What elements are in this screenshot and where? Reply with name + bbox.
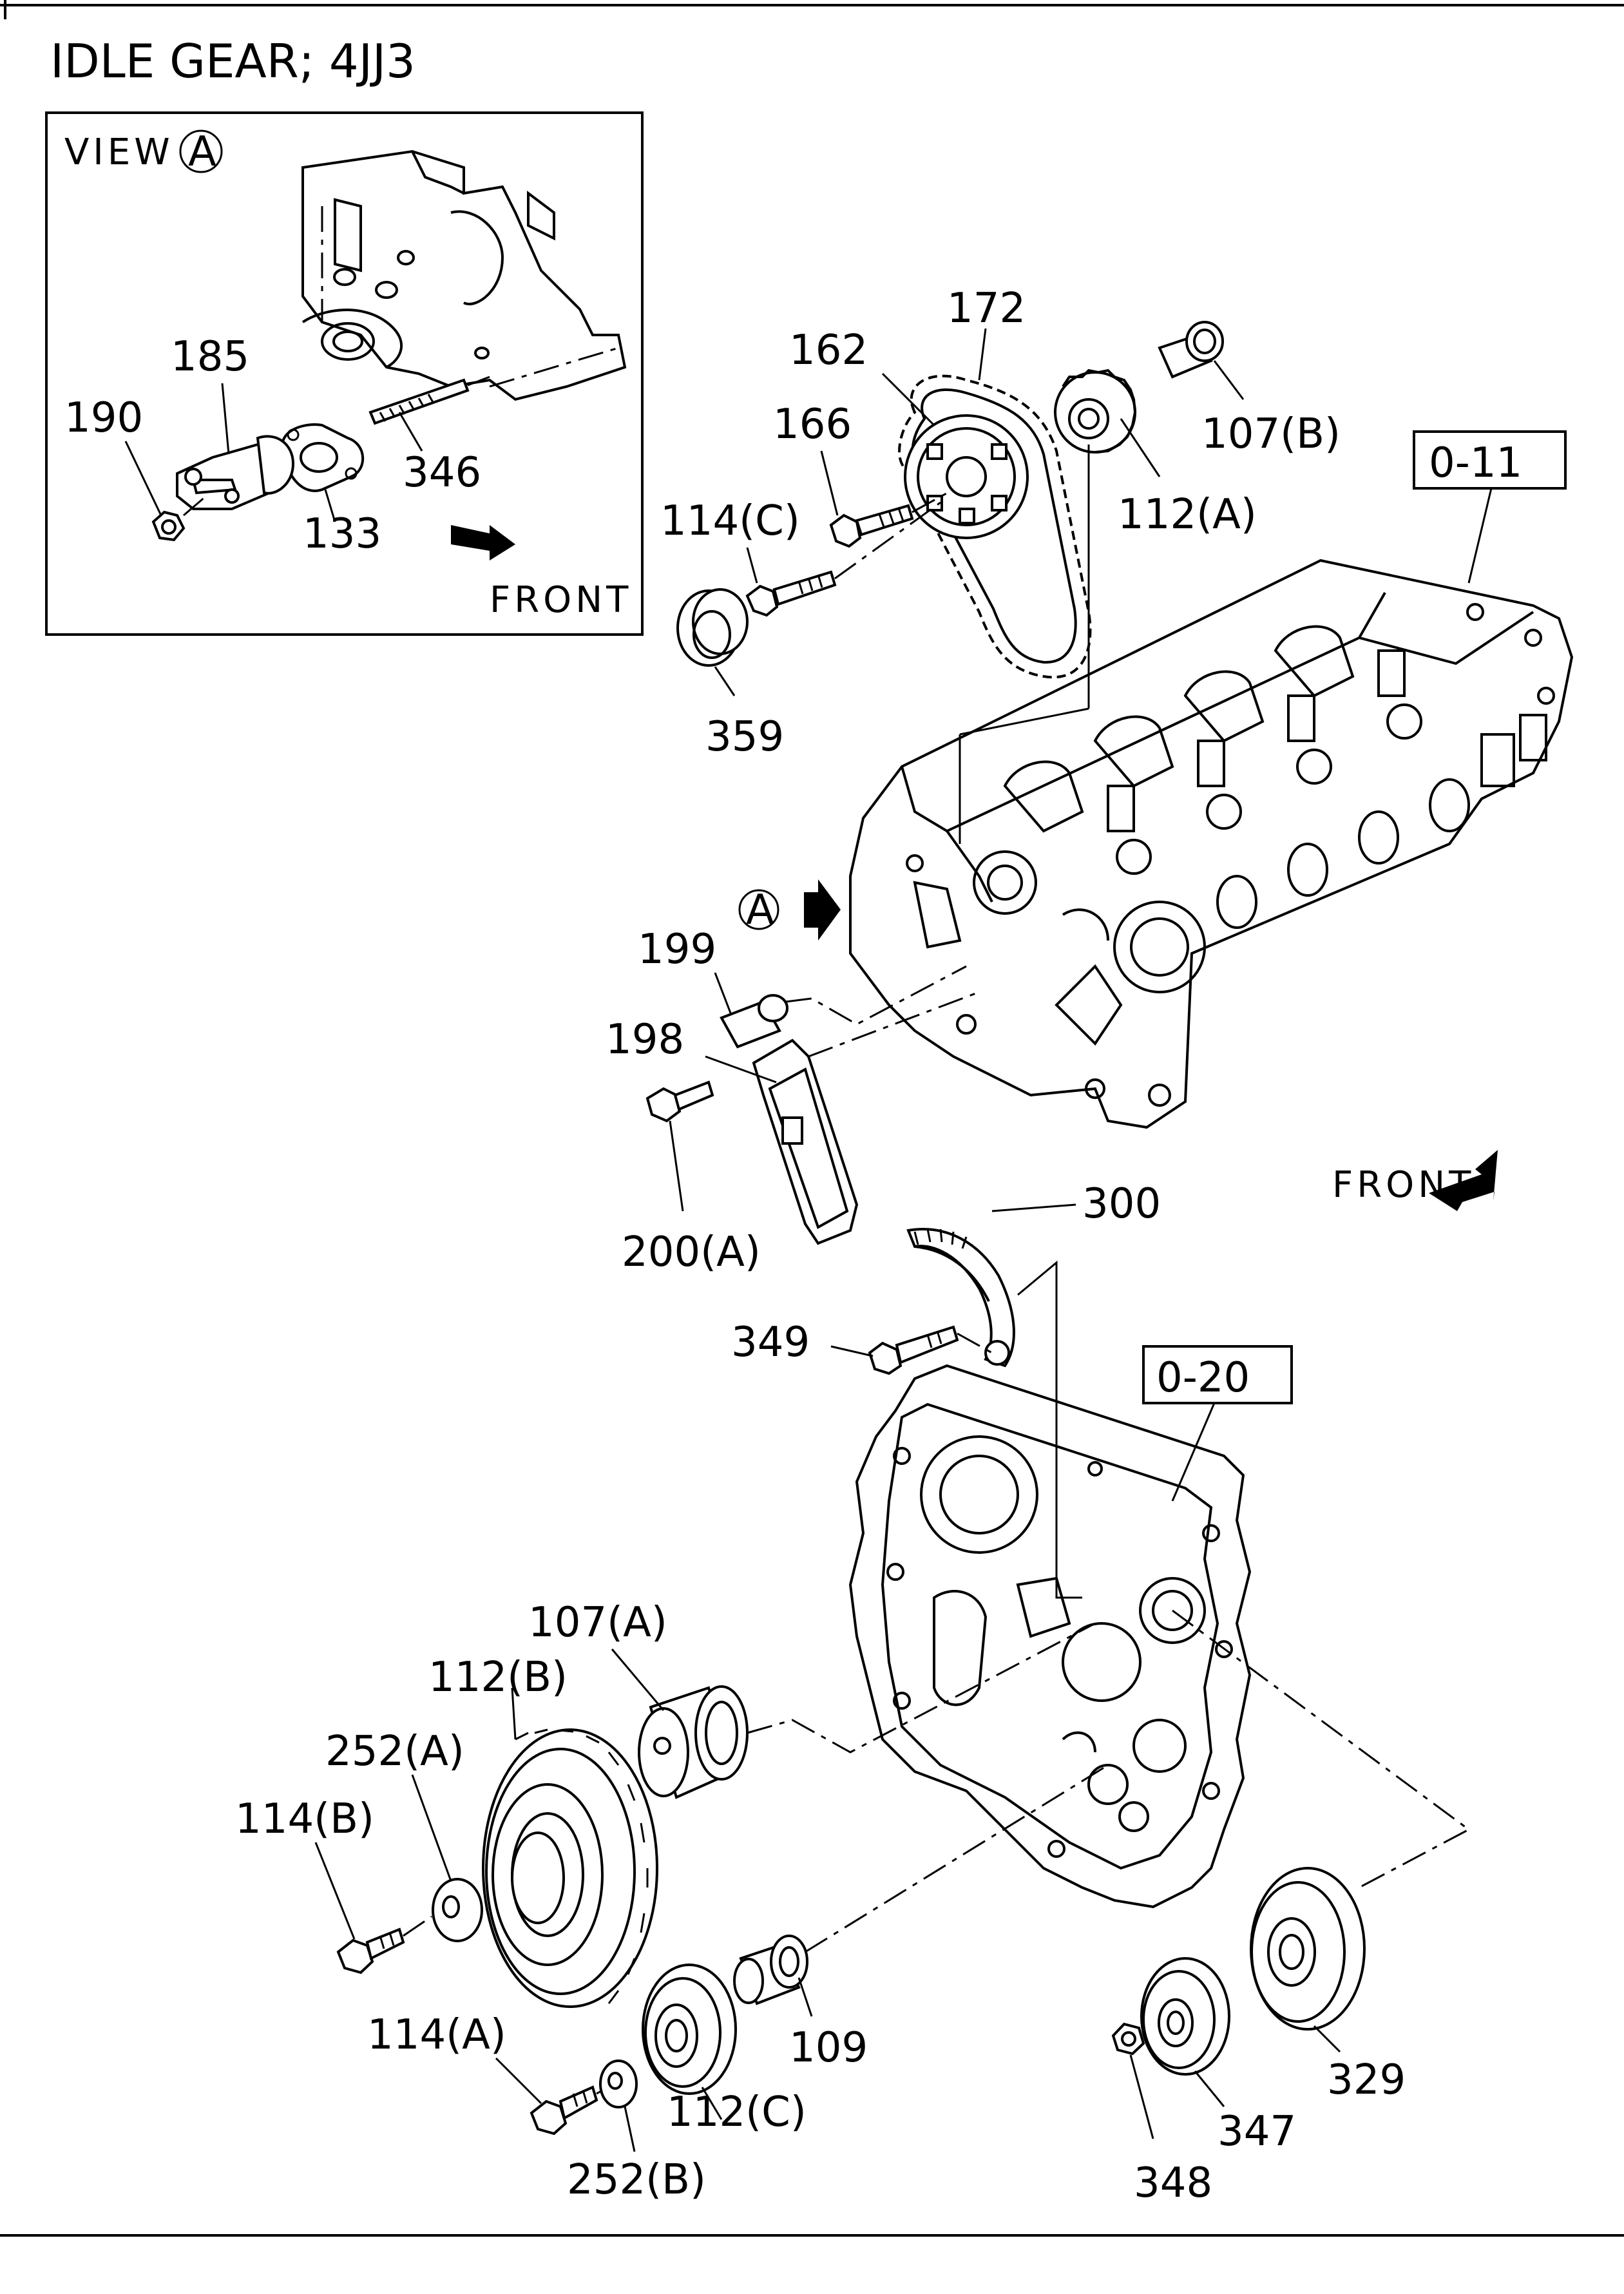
label-252a: 252(A)	[325, 1728, 464, 1775]
inset-view-label: VIEW	[64, 131, 174, 173]
idle-gear-112b	[482, 1728, 658, 2008]
view-arrow	[804, 879, 841, 941]
inset-frame	[45, 111, 644, 636]
label-199: 199	[638, 926, 716, 973]
label-200a: 200(A)	[622, 1228, 761, 1276]
ref-0-20: 0-20	[1156, 1354, 1250, 1402]
label-114a: 114(A)	[367, 2011, 506, 2059]
gear-347	[1140, 1957, 1230, 2076]
tensioner-shoe-300	[906, 1228, 1015, 1368]
bolt-114a	[530, 2085, 598, 2136]
label-252b: 252(B)	[567, 2156, 706, 2204]
bolt-114c	[745, 570, 837, 617]
cylinder-head	[849, 559, 1574, 1129]
timing-case	[848, 1364, 1252, 1909]
guide-198	[752, 1038, 859, 1245]
label-166: 166	[773, 401, 852, 448]
bushing-107b	[1158, 321, 1224, 379]
washer-252a	[432, 1878, 483, 1942]
bolt-114b	[336, 1927, 405, 1974]
label-109: 109	[789, 2024, 868, 2072]
label-359: 359	[705, 713, 784, 761]
label-114c: 114(C)	[660, 497, 800, 545]
washer-252b	[599, 2060, 638, 2108]
label-133: 133	[303, 510, 381, 558]
bolt-166	[829, 504, 914, 548]
plug-359	[676, 588, 749, 667]
label-112a: 112(A)	[1118, 491, 1257, 539]
label-348: 348	[1134, 2159, 1212, 2207]
label-346: 346	[403, 449, 481, 497]
label-107a: 107(A)	[528, 1599, 667, 1647]
valve-185	[176, 435, 295, 510]
ref-0-11: 0-11	[1429, 439, 1522, 487]
inset-front-arrow	[451, 525, 515, 560]
label-190: 190	[64, 394, 143, 442]
label-107b: 107(B)	[1201, 410, 1341, 458]
bushing-109	[733, 1935, 808, 2005]
label-347: 347	[1218, 2108, 1296, 2155]
main-front-arrow	[1429, 1150, 1498, 1211]
inset-block-outline	[301, 149, 627, 401]
bolt-200a	[645, 1080, 714, 1123]
label-112b: 112(B)	[428, 1654, 568, 1701]
inset-view-circle	[179, 129, 223, 173]
inset-view-a: VIEW A	[45, 111, 644, 636]
cam-sprocket-162	[904, 414, 1029, 539]
label-112c: 112(C)	[667, 2088, 807, 2136]
label-198: 198	[606, 1016, 684, 1064]
diagram-title: IDLE GEAR; 4JJ3	[50, 34, 416, 88]
stud-346	[368, 378, 470, 425]
dowel-199	[720, 994, 788, 1049]
label-114b: 114(B)	[235, 1795, 374, 1843]
label-300: 300	[1082, 1180, 1161, 1228]
label-349: 349	[731, 1319, 810, 1366]
ref-box-0-20	[1142, 1345, 1293, 1404]
nut-190	[151, 510, 186, 542]
label-329: 329	[1327, 2056, 1406, 2104]
label-172: 172	[947, 285, 1026, 332]
sprocket-112a	[1054, 368, 1137, 454]
bolt-349	[868, 1325, 959, 1375]
inset-view-ref: A	[188, 128, 216, 176]
view-marker-circle	[738, 889, 779, 930]
view-marker-a: A	[746, 886, 774, 934]
gear-329	[1250, 1867, 1366, 2031]
ref-box-0-11	[1413, 430, 1567, 490]
bushing-107a	[638, 1685, 749, 1799]
gasket-133	[281, 423, 365, 492]
label-185: 185	[171, 333, 249, 381]
main-front-label: FRONT	[1332, 1164, 1475, 1206]
nut-348	[1111, 2022, 1145, 2056]
inset-front-label: FRONT	[490, 579, 632, 621]
idle-gear-112c	[642, 1964, 737, 2095]
label-162: 162	[789, 327, 868, 374]
